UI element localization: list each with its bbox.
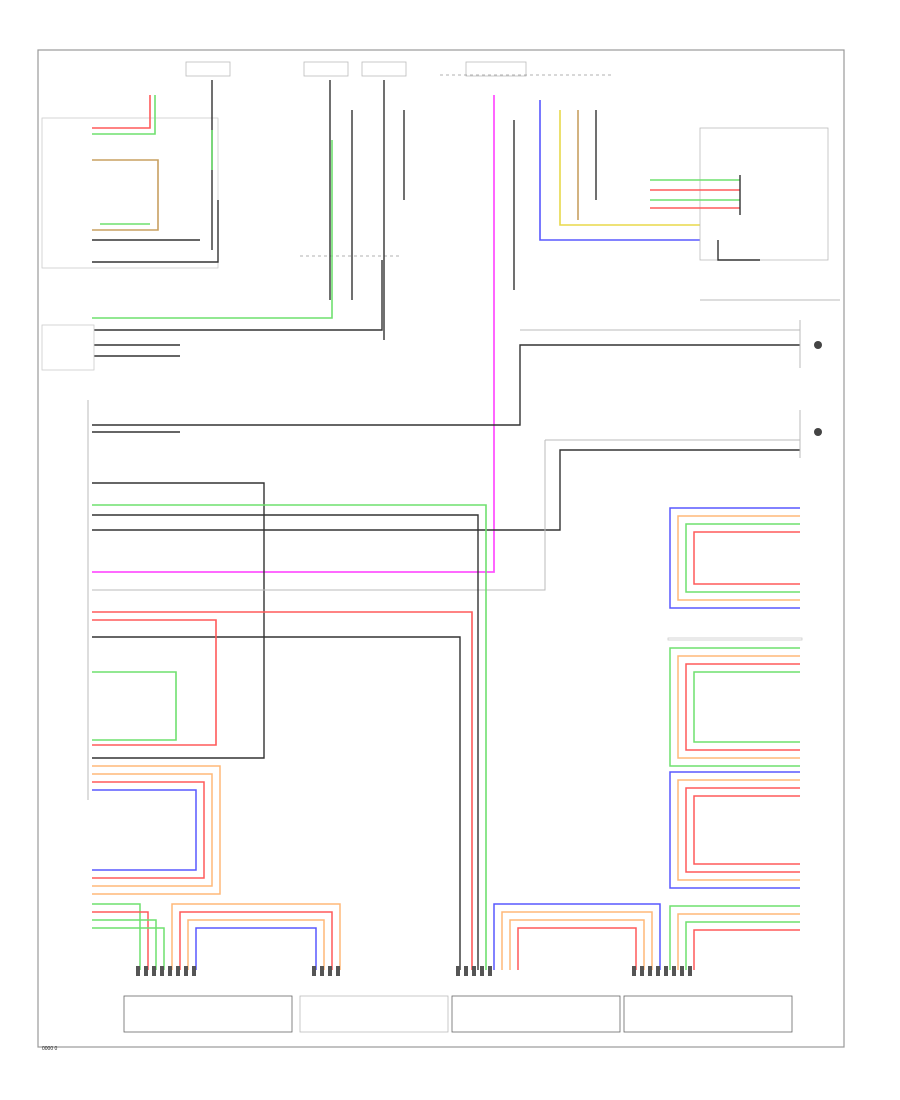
wire-red-long bbox=[92, 611, 473, 970]
switch-1-icon bbox=[814, 341, 822, 349]
bottom-sensors bbox=[123, 966, 793, 1033]
sensor-box-front-mid bbox=[451, 995, 621, 1033]
top-left-block bbox=[41, 117, 219, 269]
bus-black-4 bbox=[92, 636, 461, 970]
wire-green-long bbox=[92, 504, 487, 970]
rear-left-wires bbox=[92, 903, 341, 970]
front-mid-wires bbox=[493, 903, 661, 970]
sensor-box-rear-left bbox=[123, 995, 293, 1033]
wire-red-loop bbox=[92, 619, 217, 746]
middle-section bbox=[87, 320, 822, 970]
right-sensor-2-wires bbox=[669, 647, 800, 767]
wire-black-2 bbox=[92, 260, 383, 331]
sensor-divider-1 bbox=[667, 637, 803, 641]
wire-green-loop bbox=[92, 671, 177, 741]
fuse-box-2 bbox=[303, 61, 349, 77]
switch-box bbox=[41, 324, 95, 371]
fuse-box-1 bbox=[185, 61, 231, 77]
bus-black-3 bbox=[92, 449, 800, 531]
footer-code: 0000 0 bbox=[42, 1046, 58, 1052]
wire-red-tl bbox=[92, 95, 151, 129]
bus-black-1 bbox=[92, 344, 800, 426]
sensor-box-rear-mid bbox=[299, 995, 449, 1033]
switch-2-icon bbox=[814, 428, 822, 436]
connector-pins bbox=[136, 966, 692, 976]
wire-green-top bbox=[92, 140, 333, 319]
right-sensor-4-wires bbox=[669, 905, 800, 970]
fuse-box-3 bbox=[361, 61, 407, 77]
wire-blue-top bbox=[539, 100, 700, 241]
wires-black-tl bbox=[92, 200, 219, 263]
wire-tan-tl bbox=[92, 159, 159, 231]
sensor-box-front-right bbox=[623, 995, 793, 1033]
bus-black-loop bbox=[92, 482, 265, 759]
wire-pink-main bbox=[92, 95, 495, 573]
top-section bbox=[41, 61, 840, 573]
wire-black-long bbox=[92, 514, 479, 970]
left-sensor-wires bbox=[92, 765, 221, 895]
bus-gray-lines bbox=[92, 329, 800, 591]
top-right-module bbox=[699, 127, 829, 261]
tr-module-internal bbox=[717, 175, 760, 261]
wire-green-tl bbox=[92, 95, 156, 135]
wire-yellow-top bbox=[559, 110, 700, 226]
right-sensor-3-wires bbox=[669, 771, 800, 889]
diagram-frame bbox=[37, 49, 845, 1048]
fuse-box-4 bbox=[465, 61, 527, 77]
right-sensor-1-wires bbox=[669, 507, 800, 609]
